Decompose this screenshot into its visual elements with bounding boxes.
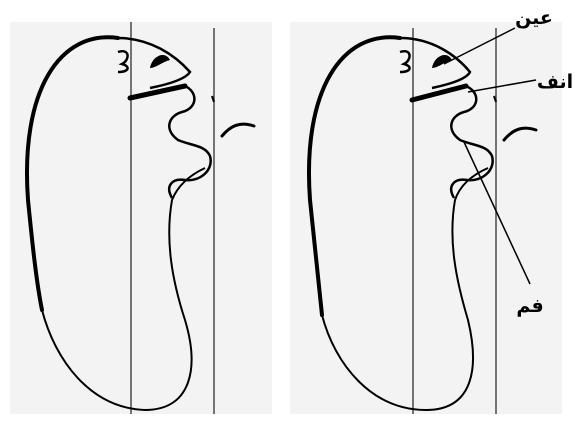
right-paper-background: [290, 22, 562, 414]
left-paper-background: [10, 22, 272, 414]
left-panel: [10, 22, 272, 414]
label-eye: عين: [515, 7, 553, 29]
right-panel: عين انف فم: [290, 7, 573, 414]
label-nose: انف: [537, 71, 573, 93]
label-mouth: فم: [516, 295, 543, 317]
